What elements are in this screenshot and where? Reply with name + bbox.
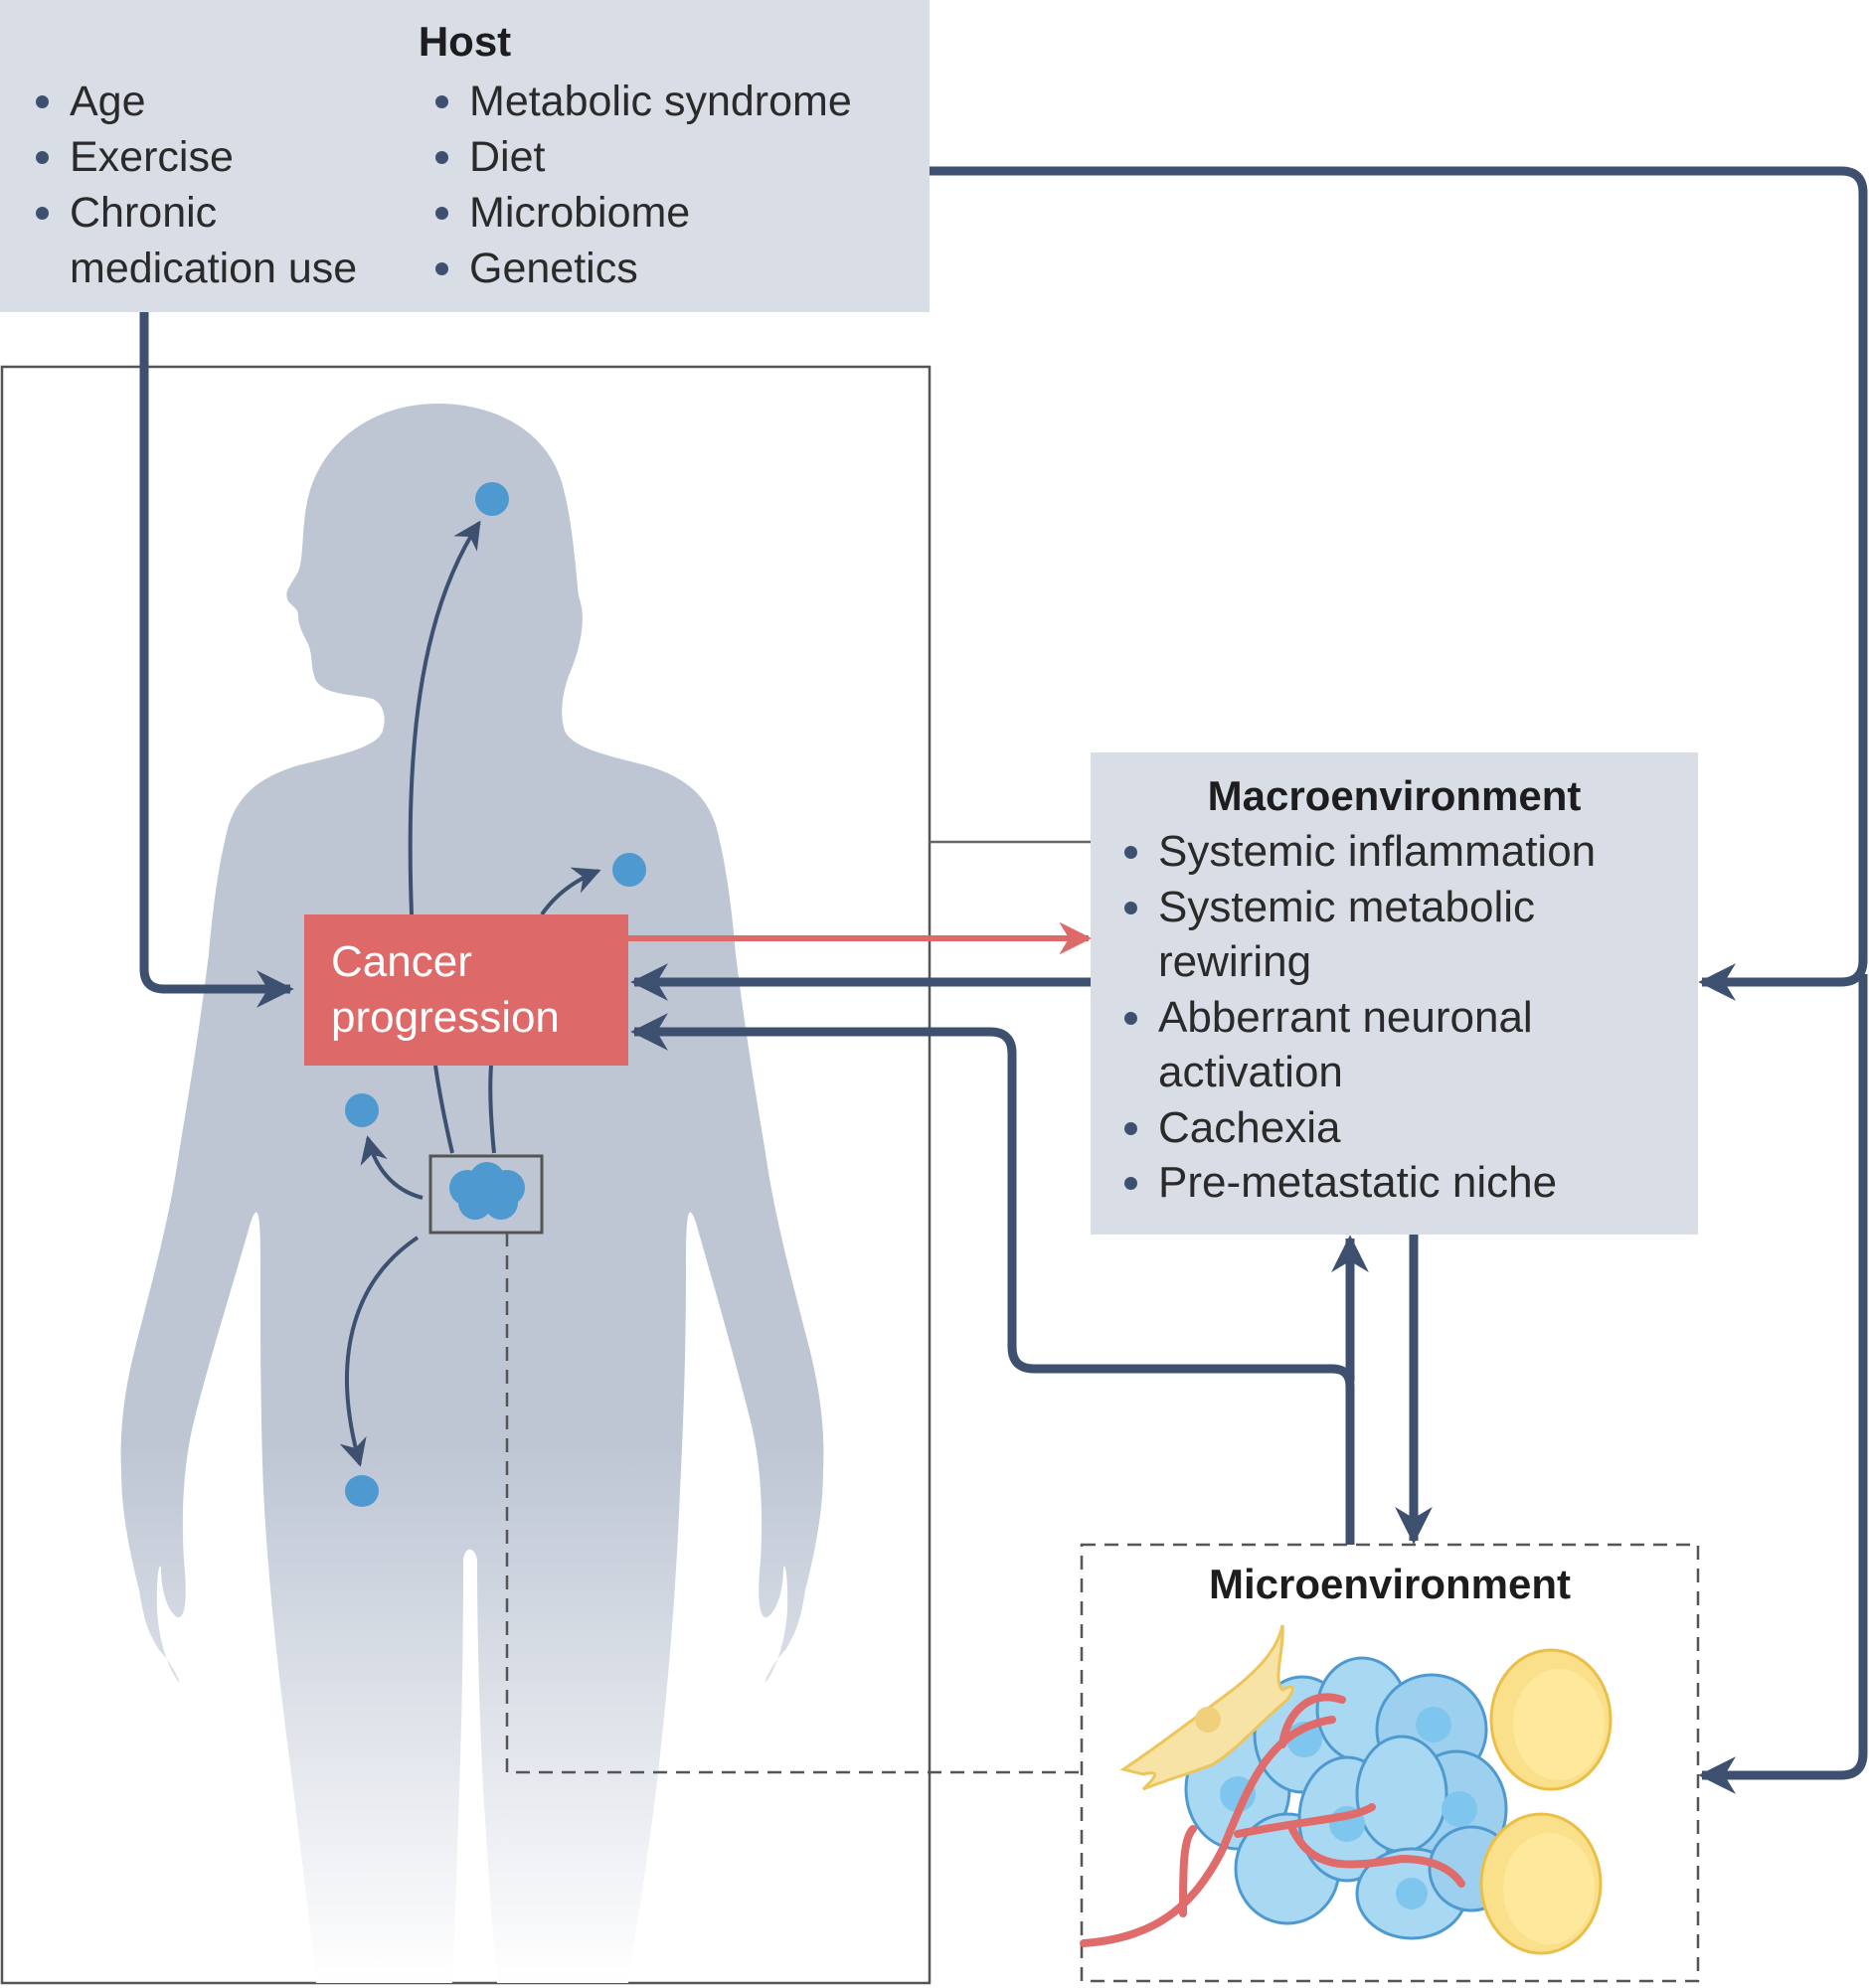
bullet-icon [36, 151, 49, 164]
primary-tumour-box[interactable] [428, 1154, 544, 1235]
macroenvironment-title: Macroenvironment [1207, 772, 1582, 819]
bullet-icon [435, 262, 448, 275]
host-factor-item: Genetics [429, 241, 927, 296]
host-factor-item: Diet [429, 129, 927, 185]
macroenvironment-items: Systemic inflammation Systemic metabolic… [1118, 824, 1695, 1211]
metastasis-dot-brain [475, 482, 509, 516]
microenvironment-illustration [1080, 1624, 1613, 1955]
bullet-icon [1124, 1177, 1137, 1190]
dissemination-arrow-liver [360, 1135, 424, 1200]
macro-item: Cachexia [1118, 1100, 1695, 1156]
fibroblast-nucleus [1195, 1707, 1221, 1733]
host-title: Host [418, 18, 512, 65]
bullet-icon [36, 207, 49, 220]
microenvironment-box[interactable] [1080, 1543, 1700, 1983]
zoom-dashed-connector [505, 1233, 1082, 1774]
immune-cell-top [1489, 1648, 1613, 1791]
primary-tumour-icon [449, 1162, 525, 1220]
macroenvironment-panel[interactable]: Macroenvironment Systemic inflammation S… [1091, 752, 1698, 1235]
bullet-icon [1124, 901, 1137, 914]
bullet-icon [1124, 1011, 1137, 1025]
fibroblast-cell [1119, 1624, 1294, 1791]
arrow-host-to-cancer [139, 312, 294, 1008]
macro-item: Systemic inflammation [1118, 824, 1695, 880]
microenvironment-title: Microenvironment [1208, 1561, 1572, 1607]
host-factor-item: Metabolic syndrome [429, 74, 927, 129]
metastasis-dot-lung [612, 853, 646, 887]
metastasis-dot-lower [345, 1475, 379, 1507]
macro-item: Pre-metastatic niche [1118, 1155, 1695, 1211]
bullet-icon [435, 95, 448, 108]
bullet-icon [1124, 1121, 1137, 1135]
host-factors-right: Metabolic syndrome Diet Microbiome Genet… [429, 74, 927, 296]
cancer-progression-label: Cancer progression [331, 937, 560, 1042]
cancer-progression-box[interactable]: Cancer progression [304, 914, 628, 1066]
body-panel-frame [0, 365, 932, 1985]
dissemination-arrow-lung [540, 867, 601, 916]
tumour-to-cancer-line-1 [433, 1065, 454, 1154]
metastasis-dot-liver [345, 1093, 379, 1127]
dissemination-arrow-lower [339, 1236, 420, 1467]
blood-vessel [1080, 1693, 1465, 1947]
bullet-icon [36, 95, 49, 108]
host-factor-item: Microbiome [429, 185, 927, 241]
bullet-icon [435, 151, 448, 164]
tumour-to-cancer-line-2 [488, 1065, 496, 1154]
arrow-host-to-macro [930, 166, 1868, 1001]
host-factor-item: Exercise [30, 129, 418, 185]
arrow-host-to-micro [1698, 974, 1868, 1794]
host-factor-item: Age [30, 74, 418, 129]
bullet-icon [1124, 846, 1137, 859]
bullet-icon [435, 207, 448, 220]
immune-cell-bottom [1479, 1812, 1603, 1955]
dissemination-arrow-brain [408, 520, 481, 915]
